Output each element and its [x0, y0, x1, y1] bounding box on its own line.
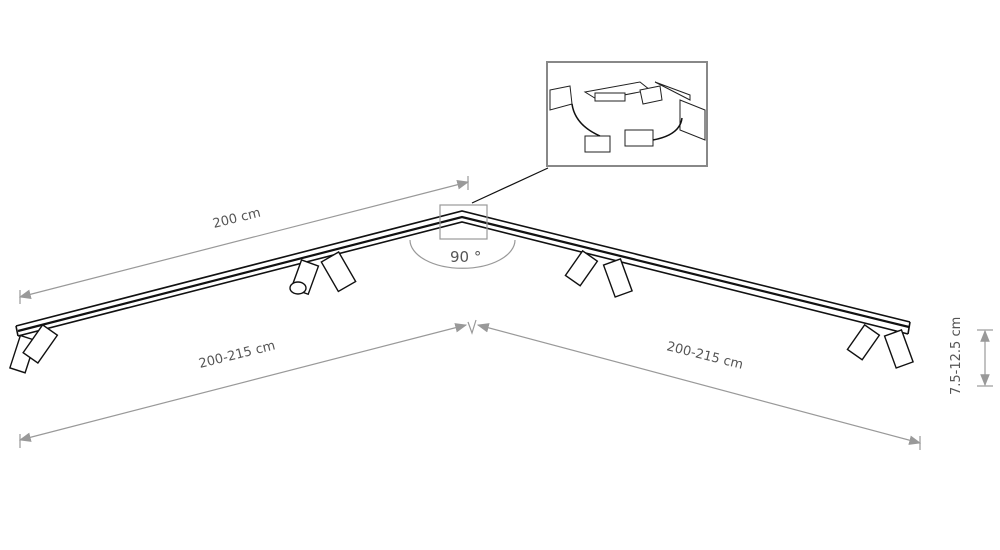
callout-leader: [471, 167, 549, 204]
connector-detail-inset: [546, 61, 708, 167]
spotlight-group-right: [846, 323, 914, 369]
label-right-span: 200-215 cm: [665, 339, 745, 372]
detail-callout-box: [439, 204, 488, 240]
dim-line-right-span: [476, 323, 922, 445]
dim-line-rail: [18, 180, 470, 299]
spotlight-group-mid-right: [564, 249, 633, 298]
label-height: 7.5-12.5 cm: [949, 317, 964, 395]
angle-arc: [409, 239, 516, 269]
corner-rail: [15, 210, 911, 337]
label-left-span: 200-215 cm: [197, 338, 277, 371]
label-angle: 90 °: [450, 248, 481, 266]
dim-line-left-span: [18, 323, 468, 442]
label-rail-length: 200 cm: [211, 206, 262, 232]
